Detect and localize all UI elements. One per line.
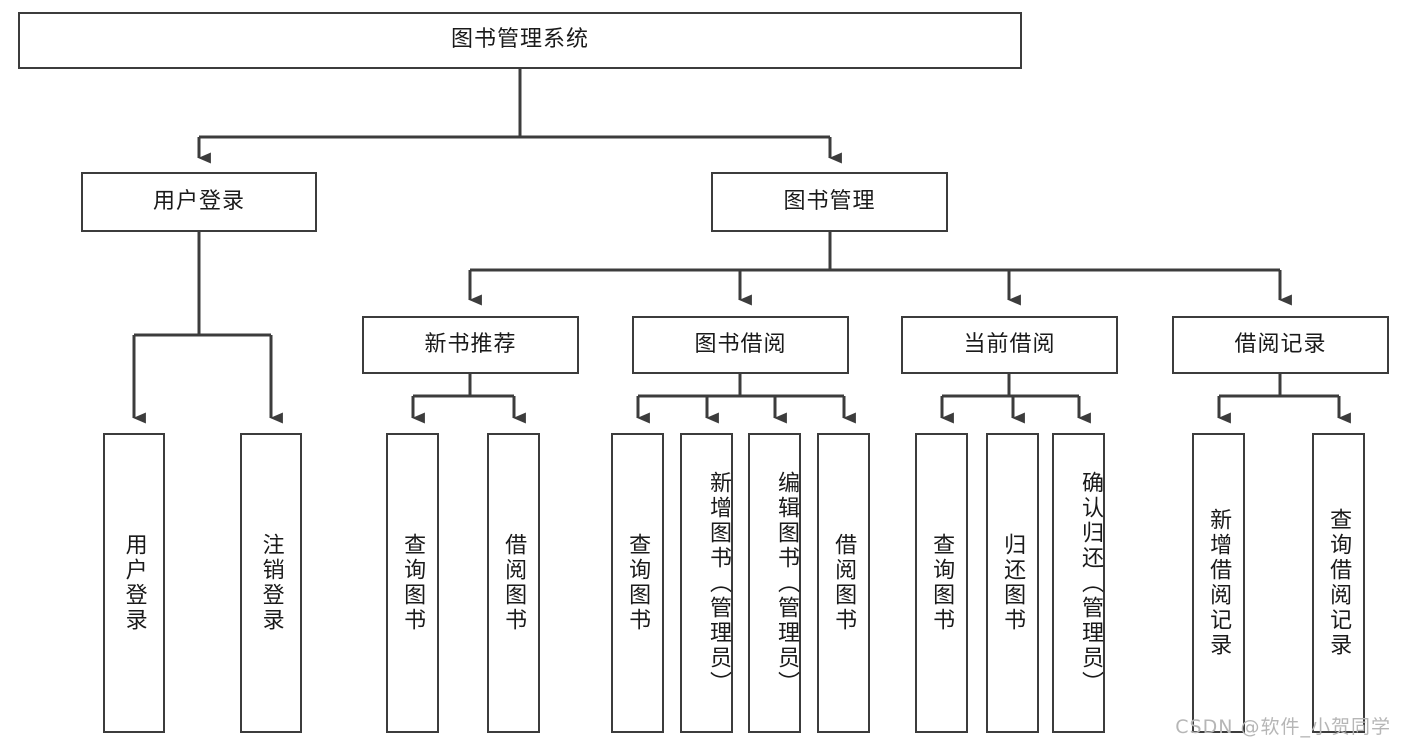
leaf-query-borrow-record[interactable]: 查询借阅记录 xyxy=(1312,433,1365,733)
leaf-add-borrow-record[interactable]: 新增借阅记录 xyxy=(1192,433,1245,733)
leaf-user-login[interactable]: 用户登录 xyxy=(103,433,165,733)
node-current-borrow[interactable]: 当前借阅 xyxy=(901,316,1118,374)
leaf-query-books-recommend[interactable]: 查询图书 xyxy=(386,433,439,733)
leaf-return-books-label: 归还图书 xyxy=(1000,533,1026,633)
node-new-book-recommendation-label: 新书推荐 xyxy=(424,331,517,357)
leaf-borrow-books-recommend[interactable]: 借阅图书 xyxy=(487,433,540,733)
leaf-query-books-borrow-label: 查询图书 xyxy=(625,533,651,633)
csdn-watermark: CSDN @软件_小贺同学 xyxy=(1175,716,1391,738)
leaf-add-borrow-record-label: 新增借阅记录 xyxy=(1206,508,1232,658)
leaf-user-login-label: 用户登录 xyxy=(121,533,147,633)
leaf-add-book-admin[interactable]: 新增图书（管理员） xyxy=(680,433,733,733)
node-root-label: 图书管理系统 xyxy=(450,27,589,53)
leaf-query-borrow-record-label: 查询借阅记录 xyxy=(1326,508,1352,658)
node-borrow-records-label: 借阅记录 xyxy=(1234,331,1327,357)
leaf-query-books-borrow[interactable]: 查询图书 xyxy=(611,433,664,733)
leaf-edit-book-admin-label: 编辑图书（管理员） xyxy=(774,470,799,696)
node-book-borrow-label: 图书借阅 xyxy=(694,331,787,357)
leaf-logout[interactable]: 注销登录 xyxy=(240,433,302,733)
leaf-borrow-books-label: 借阅图书 xyxy=(831,533,857,633)
node-user-login-label: 用户登录 xyxy=(152,188,245,214)
leaf-query-books-current[interactable]: 查询图书 xyxy=(915,433,968,733)
leaf-return-books[interactable]: 归还图书 xyxy=(986,433,1039,733)
node-new-book-recommendation[interactable]: 新书推荐 xyxy=(362,316,579,374)
node-book-management[interactable]: 图书管理 xyxy=(711,172,948,232)
leaf-query-books-current-label: 查询图书 xyxy=(929,533,955,633)
node-book-management-label: 图书管理 xyxy=(783,188,876,214)
node-book-borrow[interactable]: 图书借阅 xyxy=(632,316,849,374)
node-borrow-records[interactable]: 借阅记录 xyxy=(1172,316,1389,374)
node-current-borrow-label: 当前借阅 xyxy=(963,331,1056,357)
node-root[interactable]: 图书管理系统 xyxy=(18,12,1022,69)
leaf-edit-book-admin[interactable]: 编辑图书（管理员） xyxy=(748,433,801,733)
node-user-login[interactable]: 用户登录 xyxy=(81,172,317,232)
leaf-confirm-return-admin-label: 确认归还（管理员） xyxy=(1078,470,1103,696)
leaf-confirm-return-admin[interactable]: 确认归还（管理员） xyxy=(1052,433,1105,733)
leaf-borrow-books-recommend-label: 借阅图书 xyxy=(501,533,527,633)
leaf-logout-label: 注销登录 xyxy=(258,533,284,633)
leaf-query-books-recommend-label: 查询图书 xyxy=(400,533,426,633)
leaf-add-book-admin-label: 新增图书（管理员） xyxy=(706,470,731,696)
leaf-borrow-books[interactable]: 借阅图书 xyxy=(817,433,870,733)
